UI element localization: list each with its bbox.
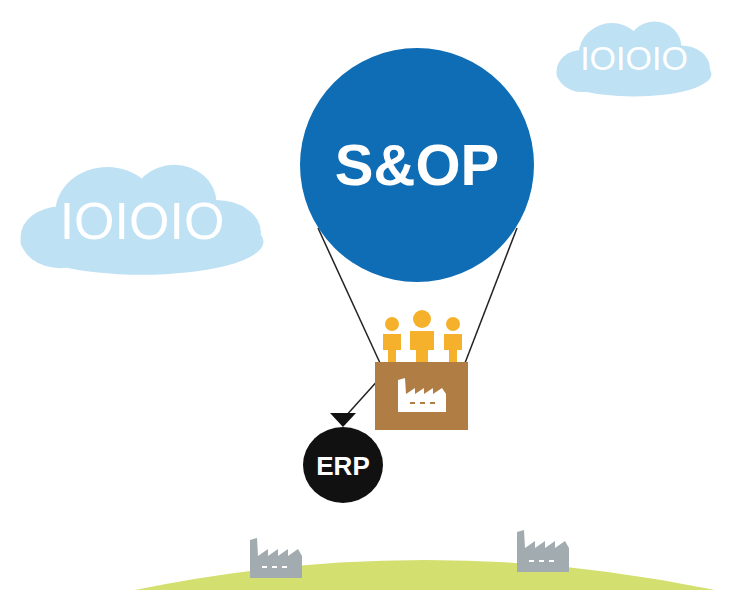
- data-cloud: IOIOIO: [18, 145, 266, 277]
- ground-factory: [250, 530, 569, 578]
- ground-hill: [135, 560, 715, 590]
- factory-icon: [398, 378, 446, 412]
- balloon-circle: S&OP: [300, 48, 534, 282]
- people: [383, 310, 462, 363]
- erp-weight: ERP: [303, 413, 383, 503]
- node-label: IOIOIO: [60, 195, 225, 247]
- basket: [375, 362, 468, 430]
- node-label: IOIOIO: [580, 41, 688, 75]
- node-label: ERP: [316, 453, 369, 479]
- node-label: S&OP: [335, 136, 499, 194]
- data-cloud: IOIOIO: [555, 8, 713, 98]
- weight-rope: [344, 378, 380, 418]
